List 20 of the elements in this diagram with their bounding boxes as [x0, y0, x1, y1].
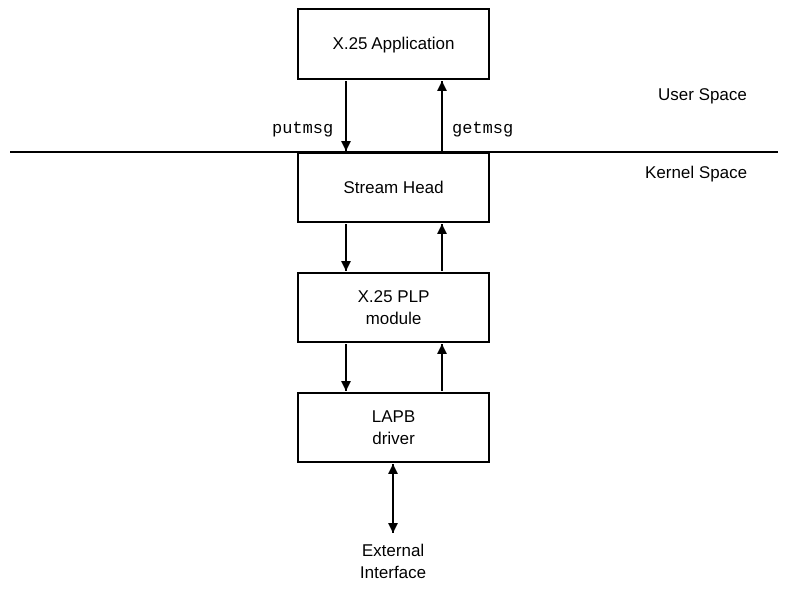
- arrow: [341, 224, 351, 271]
- arrow: [437, 81, 447, 151]
- process-box: [297, 152, 490, 223]
- process-box: [297, 392, 490, 463]
- region-label: User Space: [658, 84, 747, 106]
- box-label: LAPB driver: [370, 406, 416, 450]
- arrow: [388, 464, 398, 533]
- arrow: [437, 224, 447, 271]
- arrow: [437, 344, 447, 391]
- edge-label: putmsg: [272, 119, 334, 141]
- edge-label: getmsg: [452, 119, 514, 141]
- process-box: [297, 272, 490, 343]
- region-label: Kernel Space: [645, 162, 748, 184]
- box-label: Stream Head: [343, 176, 444, 198]
- box-label: X.25 PLP module: [356, 286, 430, 330]
- arrow: [341, 81, 351, 151]
- box-label: X.25 Application: [332, 33, 454, 55]
- endpoint-label: External Interface: [358, 540, 428, 584]
- process-box: [297, 8, 490, 80]
- arrow: [341, 344, 351, 391]
